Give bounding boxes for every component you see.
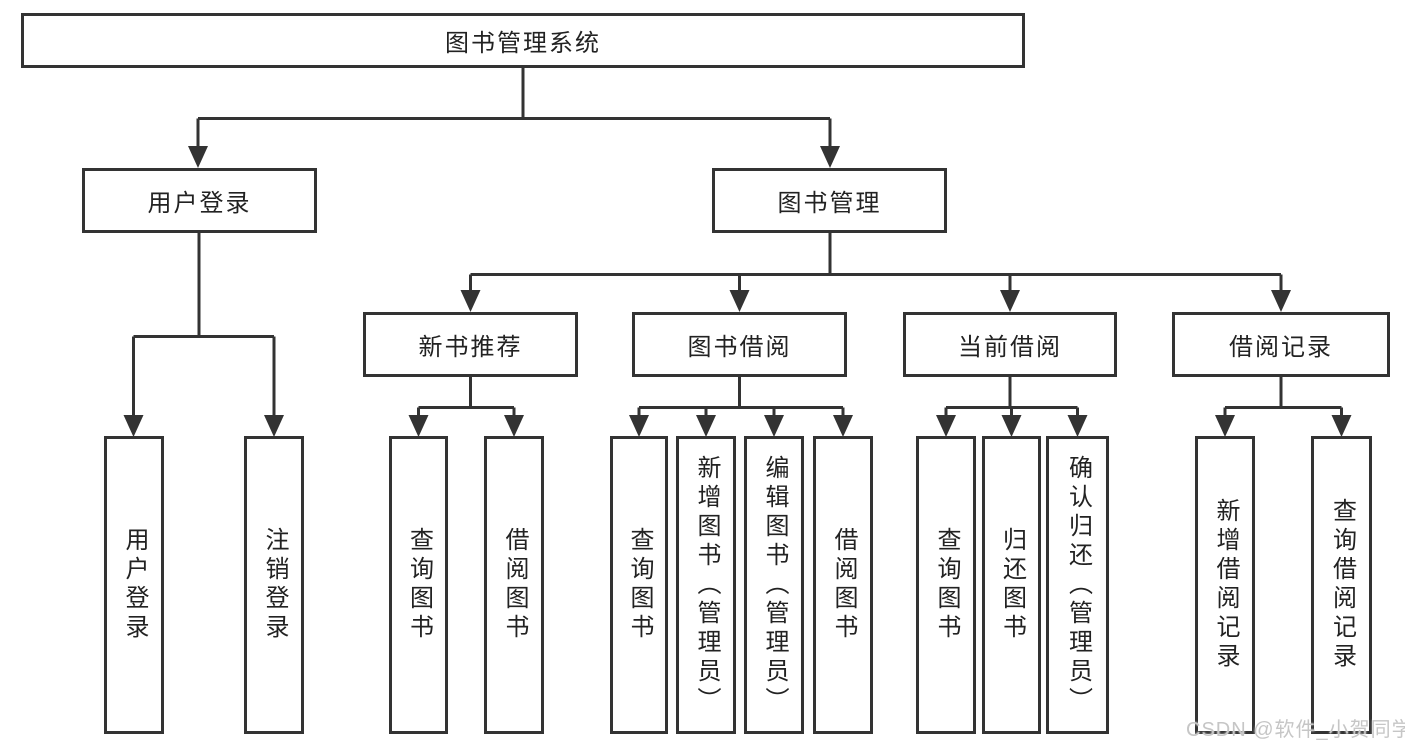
branch-book-borrow: 图书借阅 bbox=[632, 312, 847, 377]
leaf-query-borrow-record-label: 查询借阅记录 bbox=[1328, 498, 1356, 672]
leaf-logout-label: 注销登录 bbox=[261, 527, 288, 643]
root-node-label: 图书管理系统 bbox=[445, 30, 601, 57]
leaf-query-books: 查询图书 bbox=[916, 436, 976, 734]
branch-book-management-label: 图书管理 bbox=[777, 190, 882, 217]
leaf-add-borrow-record-label: 新增借阅记录 bbox=[1212, 498, 1239, 672]
branch-book-borrow-label: 图书借阅 bbox=[687, 334, 792, 361]
connector-stems bbox=[132, 66, 1343, 418]
leaf-edit-book-admin: 编辑图书（管理员） bbox=[744, 436, 804, 734]
leaf-borrow-books: 借阅图书 bbox=[813, 436, 873, 734]
leaf-query-books-label: 查询图书 bbox=[933, 527, 960, 643]
leaf-return-book: 归还图书 bbox=[982, 436, 1041, 734]
branch-new-book-recommend-label: 新书推荐 bbox=[418, 334, 523, 361]
leaf-return-book-label: 归还图书 bbox=[998, 527, 1026, 643]
branch-new-book-recommend: 新书推荐 bbox=[363, 312, 578, 377]
leaf-query-books: 查询图书 bbox=[389, 436, 448, 734]
branch-borrow-records-label: 借阅记录 bbox=[1229, 334, 1333, 361]
leaf-borrow-books-label: 借阅图书 bbox=[501, 527, 528, 643]
branch-current-borrow: 当前借阅 bbox=[903, 312, 1117, 377]
leaf-add-book-admin: 新增图书（管理员） bbox=[676, 436, 736, 734]
csdn-watermark: CSDN @软件_小贺同学 bbox=[1186, 719, 1405, 741]
leaf-logout: 注销登录 bbox=[244, 436, 304, 734]
branch-user-login: 用户登录 bbox=[82, 168, 317, 233]
leaf-query-books-label: 查询图书 bbox=[626, 527, 653, 643]
branch-user-login-label: 用户登录 bbox=[147, 190, 252, 217]
leaf-query-books: 查询图书 bbox=[610, 436, 668, 734]
root-node: 图书管理系统 bbox=[21, 13, 1025, 68]
leaf-edit-book-admin-label: 编辑图书（管理员） bbox=[761, 454, 788, 716]
leaf-user-login: 用户登录 bbox=[104, 436, 164, 734]
leaf-add-book-admin-label: 新增图书（管理员） bbox=[693, 454, 720, 716]
arrowhead-icons bbox=[123, 146, 1352, 437]
leaf-confirm-return-admin: 确认归还（管理员） bbox=[1046, 436, 1109, 734]
leaf-query-books-label: 查询图书 bbox=[405, 527, 433, 643]
branch-book-management: 图书管理 bbox=[712, 168, 947, 233]
leaf-add-borrow-record: 新增借阅记录 bbox=[1195, 436, 1255, 734]
branch-borrow-records: 借阅记录 bbox=[1172, 312, 1390, 377]
leaf-confirm-return-admin-label: 确认归还（管理员） bbox=[1064, 454, 1092, 716]
leaf-borrow-books: 借阅图书 bbox=[484, 436, 544, 734]
leaf-query-borrow-record: 查询借阅记录 bbox=[1311, 436, 1372, 734]
branch-current-borrow-label: 当前借阅 bbox=[958, 334, 1062, 361]
leaf-borrow-books-label: 借阅图书 bbox=[830, 527, 857, 643]
leaf-user-login-label: 用户登录 bbox=[121, 527, 148, 643]
